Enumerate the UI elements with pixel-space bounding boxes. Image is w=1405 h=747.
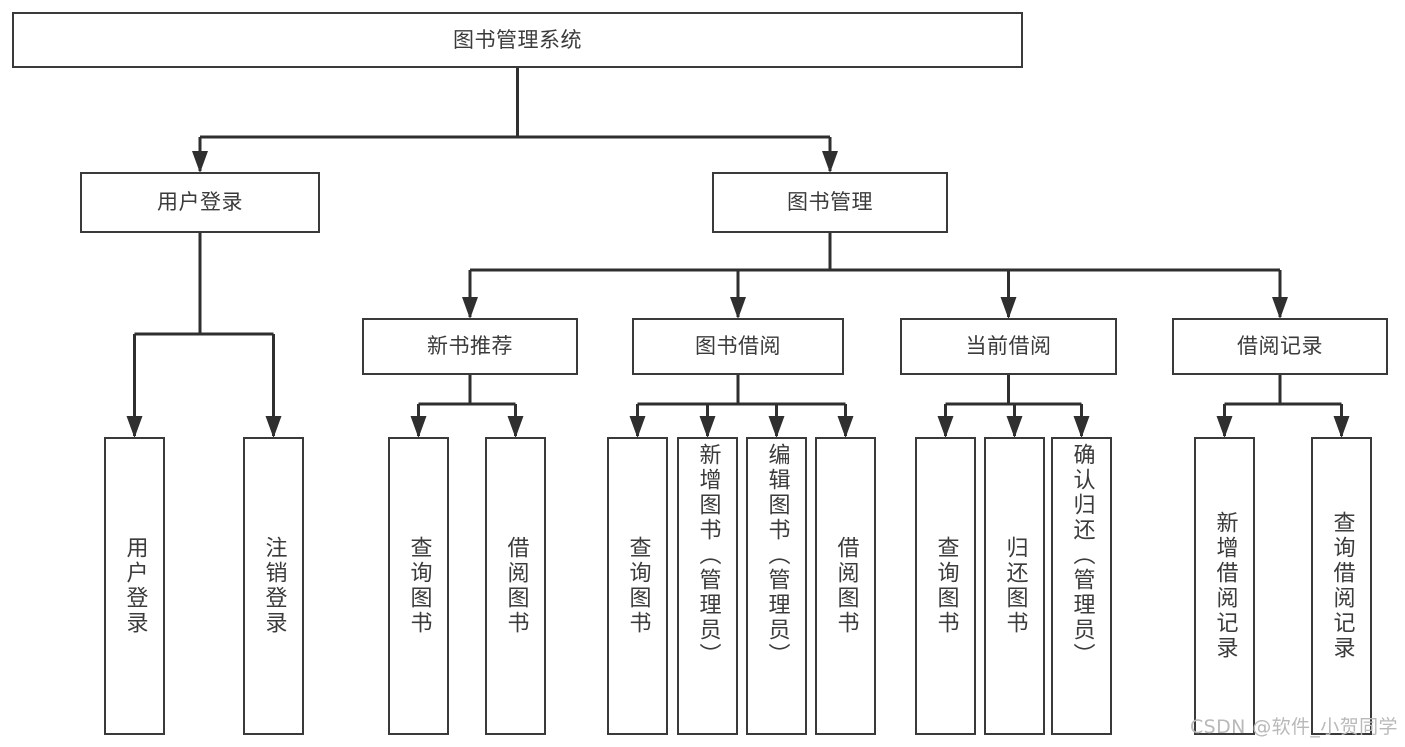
node-root[interactable]: 图书管理系统	[12, 12, 1023, 68]
node-label-leaf-logout: 注销登录	[261, 536, 287, 636]
node-label-leaf-query-book-1: 查询图书	[406, 536, 432, 636]
node-borrow-record[interactable]: 借阅记录	[1172, 318, 1388, 375]
node-label-user-login: 用户登录	[157, 190, 243, 215]
node-label-leaf-borrow-book-2: 借阅图书	[833, 536, 859, 636]
node-book-borrow[interactable]: 图书借阅	[632, 318, 844, 375]
book-borrow-to-leaves-arrowhead-0	[629, 416, 646, 438]
node-label-leaf-borrow-book-1: 借阅图书	[503, 536, 529, 636]
new-book-rec-to-leaves-arrowhead-0	[410, 416, 427, 438]
book-borrow-to-leaves-arrowhead-1	[699, 416, 716, 438]
book-borrow-to-leaves-arrowhead-3	[837, 416, 854, 438]
node-leaf-query-record[interactable]: 查询借阅记录	[1311, 437, 1372, 735]
root-to-level1-arrowhead-1	[822, 151, 838, 173]
book-manage-to-level2-arrowhead-0	[462, 297, 478, 319]
node-label-leaf-add-record: 新增借阅记录	[1212, 511, 1238, 661]
node-label-book-borrow: 图书借阅	[695, 334, 781, 359]
node-user-login[interactable]: 用户登录	[80, 172, 320, 233]
node-label-leaf-confirm-return: 确认归还（管理员）	[1069, 443, 1095, 668]
node-leaf-confirm-return[interactable]: 确认归还（管理员）	[1051, 437, 1112, 735]
borrow-record-to-leaves-arrowhead-0	[1216, 416, 1233, 438]
node-leaf-query-book-2[interactable]: 查询图书	[607, 437, 668, 735]
node-leaf-edit-book[interactable]: 编辑图书（管理员）	[746, 437, 807, 735]
node-label-leaf-query-book-3: 查询图书	[933, 536, 959, 636]
book-manage-to-level2-arrowhead-1	[730, 297, 746, 319]
node-label-leaf-return-book: 归还图书	[1002, 536, 1028, 636]
node-leaf-add-book[interactable]: 新增图书（管理员）	[677, 437, 738, 735]
node-leaf-borrow-book-1[interactable]: 借阅图书	[485, 437, 546, 735]
node-label-current-borrow: 当前借阅	[965, 334, 1052, 359]
borrow-record-to-leaves-arrowhead-1	[1333, 416, 1350, 438]
node-new-book-rec[interactable]: 新书推荐	[362, 318, 578, 375]
new-book-rec-to-leaves-arrowhead-1	[507, 416, 524, 438]
node-label-book-manage: 图书管理	[787, 190, 873, 215]
node-label-new-book-rec: 新书推荐	[427, 334, 513, 359]
current-borrow-to-leaves-arrowhead-2	[1073, 416, 1090, 438]
node-book-manage[interactable]: 图书管理	[712, 172, 948, 233]
node-leaf-query-book-3[interactable]: 查询图书	[915, 437, 976, 735]
node-label-leaf-edit-book: 编辑图书（管理员）	[764, 443, 790, 668]
root-to-level1-arrowhead-0	[192, 151, 208, 173]
book-manage-to-level2-arrowhead-3	[1272, 297, 1288, 319]
current-borrow-to-leaves-arrowhead-0	[937, 416, 954, 438]
user-login-to-leaves-arrowhead-0	[126, 416, 143, 438]
user-login-to-leaves-arrowhead-1	[265, 416, 282, 438]
node-leaf-add-record[interactable]: 新增借阅记录	[1194, 437, 1255, 735]
node-leaf-return-book[interactable]: 归还图书	[984, 437, 1045, 735]
node-leaf-query-book-1[interactable]: 查询图书	[388, 437, 449, 735]
book-manage-to-level2-arrowhead-2	[1000, 297, 1017, 319]
node-leaf-borrow-book-2[interactable]: 借阅图书	[815, 437, 876, 735]
node-label-leaf-user-login: 用户登录	[122, 536, 148, 636]
current-borrow-to-leaves-arrowhead-1	[1006, 416, 1023, 438]
node-label-root: 图书管理系统	[453, 27, 582, 52]
node-label-leaf-query-book-2: 查询图书	[625, 536, 651, 636]
node-label-leaf-query-record: 查询借阅记录	[1329, 511, 1355, 661]
node-current-borrow[interactable]: 当前借阅	[900, 318, 1117, 375]
node-leaf-logout[interactable]: 注销登录	[243, 437, 304, 735]
book-borrow-to-leaves-arrowhead-2	[768, 416, 785, 438]
node-label-leaf-add-book: 新增图书（管理员）	[695, 443, 721, 668]
node-label-borrow-record: 借阅记录	[1237, 334, 1323, 359]
node-leaf-user-login[interactable]: 用户登录	[104, 437, 165, 735]
